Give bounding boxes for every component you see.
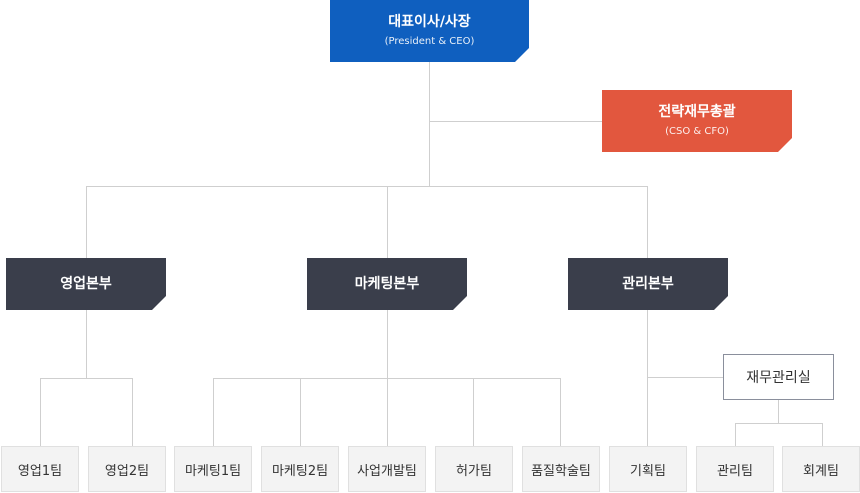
connector-sales-1 [40,378,41,446]
connector-management-down [647,310,648,446]
connector-marketing-down [387,310,388,378]
team-sales-1: 영업1팀 [1,446,79,492]
team-quality-academic: 품질학술팀 [522,446,600,492]
team-marketing-1: 마케팅1팀 [174,446,252,492]
division-marketing: 마케팅본부 [307,258,467,310]
connector-licensing [473,378,474,446]
connector-ceo-trunk [429,62,430,186]
team-planning: 기획팀 [609,446,687,492]
connector-marketing-2 [300,378,301,446]
team-accounting-label: 회계팀 [803,463,839,479]
ceo-node: 대표이사/사장 (President & CEO) [330,0,529,62]
cso-node: 전략재무총괄 (CSO & CFO) [602,90,792,152]
connector-mgmt-team [735,423,736,446]
team-business-dev: 사업개발팀 [348,446,426,492]
connector-office-down [778,400,779,423]
team-quality-academic-label: 품질학술팀 [531,463,591,479]
team-sales-2-label: 영업2팀 [104,463,150,479]
office-finance-management: 재무관리실 [723,354,834,400]
division-sales-label: 영업본부 [60,276,112,292]
team-marketing-2: 마케팅2팀 [261,446,339,492]
connector-sales-2 [132,378,133,446]
division-management-label: 관리본부 [622,276,674,292]
connector-to-marketing [387,186,388,258]
connector-sales-bus [40,378,133,379]
ceo-subtitle: (President & CEO) [384,36,475,47]
connector-office-branch [647,377,723,378]
team-marketing-2-label: 마케팅2팀 [271,463,329,479]
office-finance-management-label: 재무관리실 [746,370,811,386]
connector-accounting [822,423,823,446]
division-sales: 영업본부 [6,258,166,310]
connector-marketing-1 [213,378,214,446]
connector-divisions-bus [86,186,648,187]
connector-to-management [647,186,648,258]
connector-office-bus [735,423,823,424]
team-sales-2: 영업2팀 [88,446,166,492]
team-sales-1-label: 영업1팀 [17,463,63,479]
team-licensing-label: 허가팀 [456,463,492,479]
team-management: 관리팀 [696,446,774,492]
cso-subtitle: (CSO & CFO) [665,126,729,137]
connector-cso-branch [429,121,602,122]
connector-to-sales [86,186,87,258]
cso-title: 전략재무총괄 [658,104,736,120]
team-business-dev-label: 사업개발팀 [357,463,417,479]
connector-quality [560,378,561,446]
division-marketing-label: 마케팅본부 [354,276,420,292]
team-planning-label: 기획팀 [630,463,666,479]
team-licensing: 허가팀 [435,446,513,492]
connector-sales-down [86,310,87,378]
ceo-title: 대표이사/사장 [388,14,471,30]
team-management-label: 관리팀 [717,463,753,479]
team-accounting: 회계팀 [782,446,860,492]
division-management: 관리본부 [568,258,728,310]
connector-business-dev [387,378,388,446]
team-marketing-1-label: 마케팅1팀 [184,463,242,479]
